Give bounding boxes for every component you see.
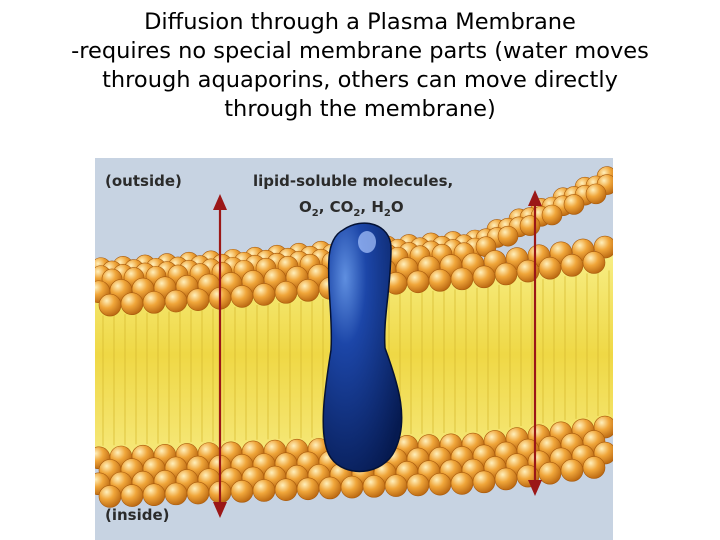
formula-co2: CO2 bbox=[329, 198, 361, 219]
lipid-head bbox=[252, 283, 276, 306]
lipid-head bbox=[186, 288, 210, 311]
lipid-head bbox=[494, 262, 518, 286]
lipid-head bbox=[362, 475, 386, 498]
lipid-head bbox=[497, 225, 519, 247]
outside-label: (outside) bbox=[105, 172, 182, 190]
title-line-2: -requires no special membrane parts (wat… bbox=[71, 38, 649, 64]
lipid-head bbox=[120, 484, 144, 507]
formula-o2: O2 bbox=[299, 198, 319, 219]
lipid-head bbox=[164, 289, 188, 313]
lipid-head bbox=[318, 476, 342, 500]
title-line-3: through aquaporins, others can move dire… bbox=[102, 67, 618, 93]
lipid-head bbox=[472, 470, 496, 494]
lipid-head bbox=[582, 456, 606, 479]
lipid-head bbox=[560, 254, 584, 277]
lipid-head bbox=[450, 267, 474, 291]
molecules-label: lipid-soluble molecules, bbox=[253, 172, 454, 190]
lipid-head bbox=[406, 473, 430, 497]
lipid-head bbox=[472, 265, 496, 289]
lipid-head bbox=[98, 485, 122, 508]
membrane-protein bbox=[322, 222, 403, 473]
lipid-head bbox=[494, 467, 518, 491]
lipid-head bbox=[274, 478, 298, 501]
lipid-head bbox=[142, 483, 166, 507]
slide-title: Diffusion through a Plasma Membrane -req… bbox=[20, 8, 700, 124]
lipid-head bbox=[585, 183, 607, 205]
title-line-4: through the membrane) bbox=[224, 96, 496, 122]
lipid-head bbox=[340, 475, 364, 499]
inside-label: (inside) bbox=[105, 506, 170, 524]
lipid-head bbox=[538, 256, 562, 280]
lipid-head bbox=[120, 292, 144, 316]
lipid-head bbox=[406, 270, 430, 294]
lipid-head bbox=[230, 480, 254, 503]
molecule-formulas: O2, CO2, H2O bbox=[299, 198, 404, 219]
protein-highlight bbox=[358, 231, 376, 253]
lipid-head bbox=[428, 269, 452, 292]
lipid-head bbox=[563, 194, 585, 215]
lipid-head bbox=[186, 481, 210, 505]
left-diffusion-arrow bbox=[213, 194, 227, 518]
lipid-head bbox=[230, 285, 254, 308]
right-diffusion-arrow bbox=[528, 190, 542, 496]
lipid-head bbox=[98, 293, 122, 317]
lipid-head bbox=[560, 459, 584, 482]
lipid-head bbox=[252, 479, 276, 502]
lipid-head bbox=[538, 461, 562, 485]
lipid-head bbox=[164, 482, 188, 506]
title-line-1: Diffusion through a Plasma Membrane bbox=[144, 9, 576, 35]
membrane-illustration bbox=[95, 158, 613, 540]
lipid-head bbox=[516, 259, 540, 283]
membrane-figure: (outside) lipid-soluble molecules, O2, C… bbox=[95, 158, 613, 540]
formula-h2o: H2O bbox=[371, 198, 404, 219]
lipid-head bbox=[541, 204, 563, 226]
lipid-head bbox=[450, 472, 474, 495]
lipid-head bbox=[142, 291, 166, 314]
lipid-head bbox=[274, 281, 298, 304]
lipid-head bbox=[384, 474, 408, 497]
lipid-head bbox=[296, 279, 320, 302]
lipid-head bbox=[519, 215, 541, 236]
lipid-head bbox=[296, 477, 320, 501]
lipid-head bbox=[428, 472, 452, 496]
lipid-head bbox=[582, 251, 606, 274]
